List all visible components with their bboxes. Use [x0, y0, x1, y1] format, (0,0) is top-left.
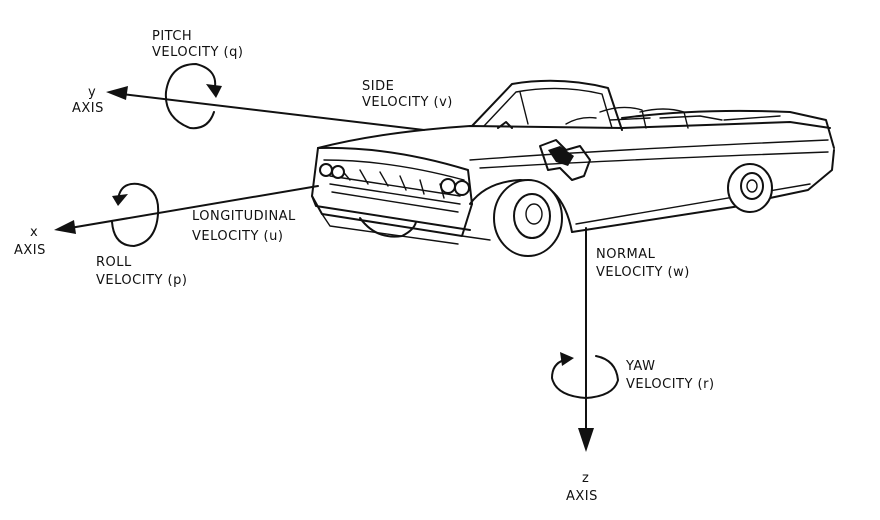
side-velocity-label: SIDE VELOCITY (v) [362, 79, 453, 110]
x-axis-label: x AXIS [14, 225, 46, 258]
pitch-label-line2: VELOCITY (q) [152, 45, 243, 60]
yaw-rotation-icon [551, 352, 619, 399]
x-axis-label-line2: AXIS [14, 243, 46, 258]
pitch-rotation-icon [164, 63, 222, 130]
side-label-line1: SIDE [362, 79, 394, 94]
x-axis-label-line1: x [30, 225, 38, 240]
y-axis [106, 86, 425, 131]
convertible-car-illustration [311, 79, 835, 257]
yaw-label-line2: VELOCITY (r) [626, 377, 715, 392]
z-axis-label-line1: z [582, 471, 589, 486]
y-axis-label-line2: AXIS [72, 101, 104, 116]
longitudinal-label-line2: VELOCITY (u) [192, 229, 283, 244]
roll-label-line2: VELOCITY (p) [96, 273, 187, 288]
y-axis-label-line1: y [88, 85, 96, 100]
pitch-label-line1: PITCH [152, 29, 192, 44]
pitch-velocity-label: PITCH VELOCITY (q) [152, 29, 243, 60]
roll-rotation-icon [111, 182, 160, 247]
normal-label-line2: VELOCITY (w) [596, 265, 690, 280]
z-axis [578, 227, 594, 452]
side-label-line2: VELOCITY (v) [362, 95, 453, 110]
roll-label-line1: ROLL [96, 255, 132, 270]
x-axis [54, 185, 319, 234]
longitudinal-label-line1: LONGITUDINAL [192, 209, 296, 224]
z-axis-label: z AXIS [566, 471, 598, 504]
normal-velocity-label: NORMAL VELOCITY (w) [596, 247, 690, 280]
roll-velocity-label: ROLL VELOCITY (p) [96, 255, 187, 288]
y-axis-label: y AXIS [72, 85, 104, 116]
normal-label-line1: NORMAL [596, 247, 656, 262]
yaw-label-line1: YAW [625, 359, 655, 374]
yaw-velocity-label: YAW VELOCITY (r) [625, 359, 715, 392]
z-axis-label-line2: AXIS [566, 489, 598, 504]
longitudinal-velocity-label: LONGITUDINAL VELOCITY (u) [192, 209, 296, 244]
